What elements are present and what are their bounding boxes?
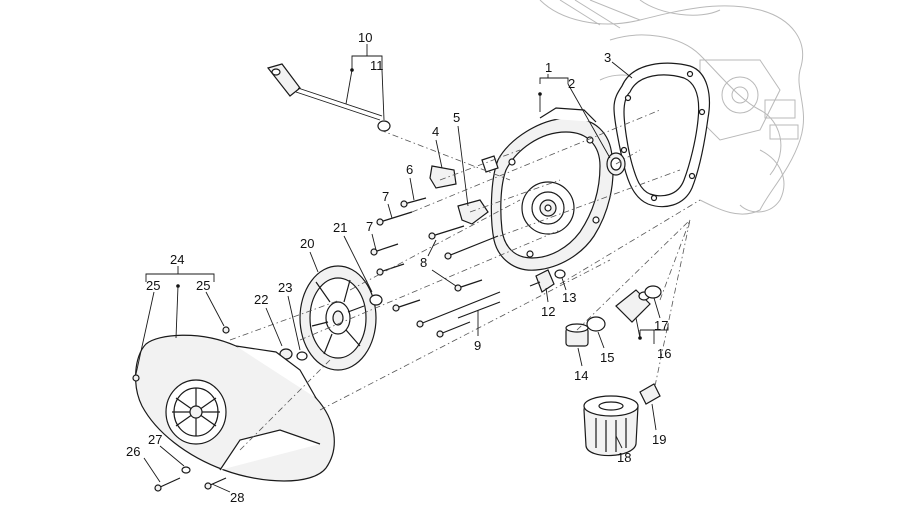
dipstick [266, 63, 391, 132]
cover-gasket [613, 62, 711, 208]
cover-screws [154, 466, 227, 492]
callout-22: 22 [254, 292, 268, 307]
callout-2: 2 [568, 76, 575, 91]
callout-17: 17 [654, 318, 668, 333]
pressure-valve [615, 285, 662, 323]
fan-hardware [279, 294, 383, 361]
fan-cover [132, 326, 335, 482]
callout-24: 24 [170, 252, 184, 267]
callout-11: 11 [370, 58, 384, 73]
callout-15: 15 [600, 350, 614, 365]
callout-13: 13 [562, 290, 576, 305]
cover-clips [429, 165, 489, 225]
crankcase-cover [481, 107, 614, 271]
flywheel-fan [299, 265, 377, 371]
drain-plug [565, 316, 606, 347]
callout-labels: 1 2 3 4 5 6 7 7 8 9 10 11 12 13 14 15 16… [126, 30, 671, 505]
callout-9: 9 [474, 338, 481, 353]
callout-16: 16 [657, 346, 671, 361]
callout-leaders [135, 44, 669, 493]
callout-25-right: 25 [196, 278, 210, 293]
callout-28: 28 [230, 490, 244, 505]
callout-7a: 7 [382, 189, 389, 204]
callout-21: 21 [333, 220, 347, 235]
callout-8: 8 [420, 255, 427, 270]
callout-4: 4 [432, 124, 439, 139]
callout-3: 3 [604, 50, 611, 65]
callout-5: 5 [453, 110, 460, 125]
callout-10: 10 [358, 30, 372, 45]
engine-block-ghost [539, 0, 804, 215]
callout-20: 20 [300, 236, 314, 251]
callout-25-left: 25 [146, 278, 160, 293]
callout-12: 12 [541, 304, 555, 319]
bolts [370, 197, 501, 338]
callout-14: 14 [574, 368, 588, 383]
callout-19: 19 [652, 432, 666, 447]
sensor-and-washer [529, 269, 566, 293]
callout-18: 18 [617, 450, 631, 465]
callout-6: 6 [406, 162, 413, 177]
callout-7b: 7 [366, 219, 373, 234]
callout-23: 23 [278, 280, 292, 295]
callout-1: 1 [545, 60, 552, 75]
callout-27: 27 [148, 432, 162, 447]
callout-26: 26 [126, 444, 140, 459]
assembly-dashed-lines [229, 109, 701, 451]
oil-filter [583, 383, 661, 457]
